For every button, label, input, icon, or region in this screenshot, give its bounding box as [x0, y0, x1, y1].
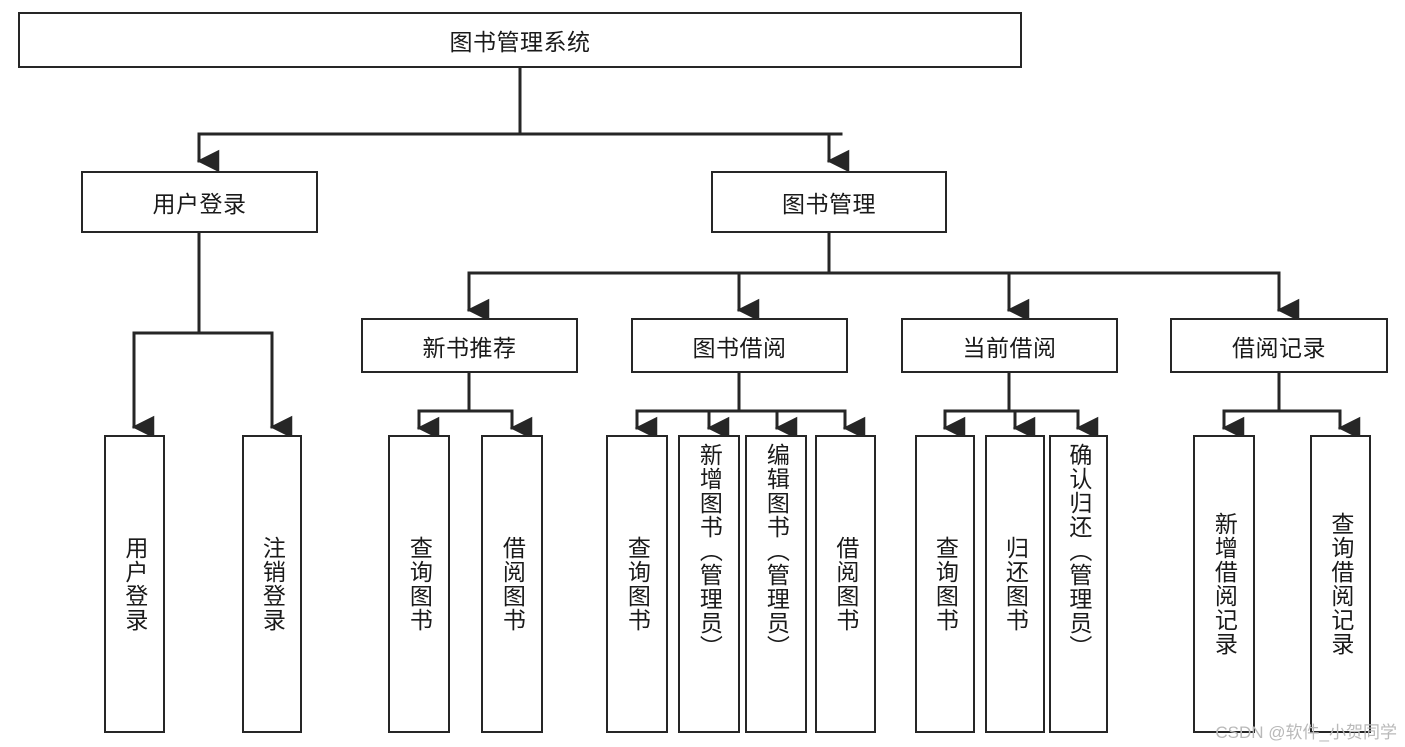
- node-root[interactable]: 图书管理系统: [18, 12, 1022, 68]
- node-leaf-query-book-2-label: 查询图书: [624, 536, 651, 632]
- node-borrow-record[interactable]: 借阅记录: [1170, 318, 1388, 373]
- node-leaf-add-record[interactable]: 新增借阅记录: [1193, 435, 1255, 733]
- node-leaf-query-record[interactable]: 查询借阅记录: [1310, 435, 1371, 733]
- node-new-book-recommend-label: 新书推荐: [422, 334, 517, 361]
- node-leaf-borrow-book-1-label: 借阅图书: [499, 536, 526, 632]
- node-leaf-logout-login[interactable]: 注销登录: [242, 435, 302, 733]
- node-leaf-query-book-1[interactable]: 查询图书: [388, 435, 450, 733]
- node-leaf-return-book-label: 归还图书: [1002, 536, 1029, 632]
- node-leaf-query-book-1-label: 查询图书: [406, 536, 433, 632]
- node-leaf-logout-login-label: 注销登录: [259, 536, 286, 632]
- connector-lines: [131, 66, 1361, 440]
- node-leaf-add-book[interactable]: 新增图书（管理员）: [678, 435, 740, 733]
- node-new-book-recommend[interactable]: 新书推荐: [361, 318, 578, 373]
- node-leaf-confirm-return[interactable]: 确认归还（管理员）: [1049, 435, 1108, 733]
- node-book-borrow-label: 图书借阅: [692, 334, 787, 361]
- node-root-label: 图书管理系统: [449, 29, 591, 55]
- node-leaf-add-book-label: 新增图书（管理员）: [696, 443, 723, 659]
- node-leaf-borrow-book-2[interactable]: 借阅图书: [815, 435, 876, 733]
- node-leaf-query-book-3-label: 查询图书: [932, 536, 959, 632]
- node-user-login-label: 用户登录: [152, 191, 247, 217]
- node-leaf-edit-book-label: 编辑图书（管理员）: [763, 443, 790, 659]
- node-leaf-user-login-label: 用户登录: [121, 536, 148, 632]
- node-user-login[interactable]: 用户登录: [81, 171, 318, 233]
- node-leaf-query-book-2[interactable]: 查询图书: [606, 435, 668, 733]
- node-leaf-user-login[interactable]: 用户登录: [104, 435, 165, 733]
- node-book-manage[interactable]: 图书管理: [711, 171, 947, 233]
- node-book-borrow[interactable]: 图书借阅: [631, 318, 848, 373]
- node-current-borrow[interactable]: 当前借阅: [901, 318, 1118, 373]
- node-leaf-confirm-return-label: 确认归还（管理员）: [1065, 443, 1092, 659]
- node-leaf-borrow-book-1[interactable]: 借阅图书: [481, 435, 543, 733]
- node-leaf-add-record-label: 新增借阅记录: [1211, 512, 1238, 656]
- node-current-borrow-label: 当前借阅: [962, 334, 1057, 361]
- node-leaf-edit-book[interactable]: 编辑图书（管理员）: [745, 435, 807, 733]
- node-leaf-borrow-book-2-label: 借阅图书: [832, 536, 859, 632]
- node-borrow-record-label: 借阅记录: [1232, 334, 1326, 361]
- node-book-manage-label: 图书管理: [782, 191, 876, 217]
- node-leaf-return-book[interactable]: 归还图书: [985, 435, 1045, 733]
- node-leaf-query-record-label: 查询借阅记录: [1327, 512, 1354, 656]
- node-leaf-query-book-3[interactable]: 查询图书: [915, 435, 975, 733]
